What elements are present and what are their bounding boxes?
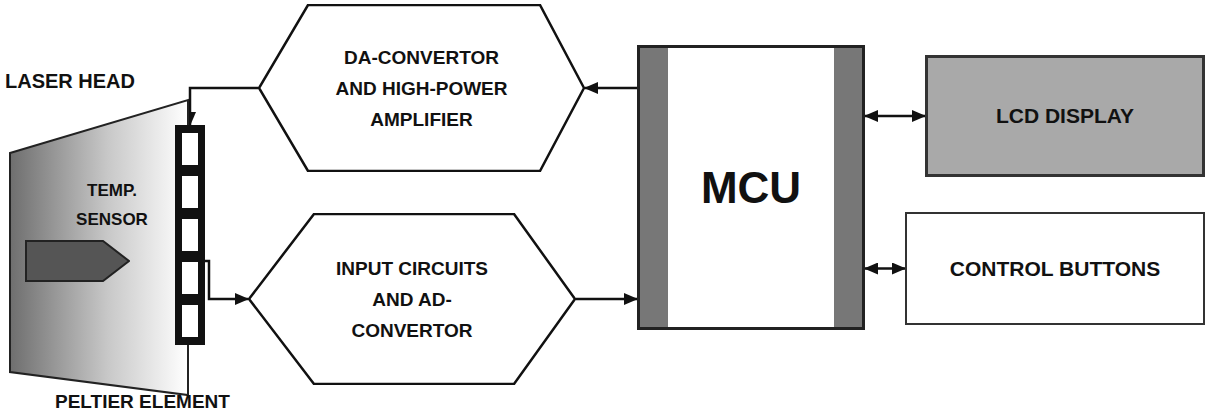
side-bar	[834, 48, 862, 327]
peltier-element: PELTIER ELEMENT	[175, 125, 205, 345]
connector-arrow	[865, 115, 925, 118]
shape-outline	[175, 125, 205, 345]
side-bar	[640, 48, 668, 327]
node-label: LASER HEAD	[5, 69, 195, 93]
display-box: LCD DISPLAY	[925, 55, 1205, 177]
node-label: PELTIER ELEMENT	[55, 392, 85, 412]
mcu-block: MCU	[637, 45, 865, 330]
node-label: LCD DISPLAY	[990, 103, 1140, 129]
converter-hexagon: DA-CONVERTOR AND HIGH-POWER AMPLIFIER	[258, 4, 585, 172]
connector-arrow	[576, 298, 637, 301]
node-label: DA-CONVERTOR AND HIGH-POWER AMPLIFIER	[324, 42, 520, 135]
converter-hexagon: INPUT CIRCUITS AND AD-CONVERTOR	[248, 213, 576, 385]
node-label: INPUT CIRCUITS AND AD-CONVERTOR	[314, 253, 510, 346]
temp-sensor: TEMP. SENSOR	[25, 240, 130, 282]
connector-arrow	[190, 88, 258, 125]
node-label: TEMP. SENSOR	[67, 176, 157, 234]
connector-arrow	[585, 87, 637, 90]
shape-outline	[25, 240, 130, 282]
node-label: MCU	[701, 163, 801, 213]
laser-head: LASER HEAD TEMP. SENSOR	[5, 65, 195, 400]
buttons-box: CONTROL BUTTONS	[905, 212, 1205, 325]
shape-outline	[5, 65, 195, 400]
connector-arrow	[865, 267, 905, 270]
node-label: CONTROL BUTTONS	[944, 256, 1166, 282]
